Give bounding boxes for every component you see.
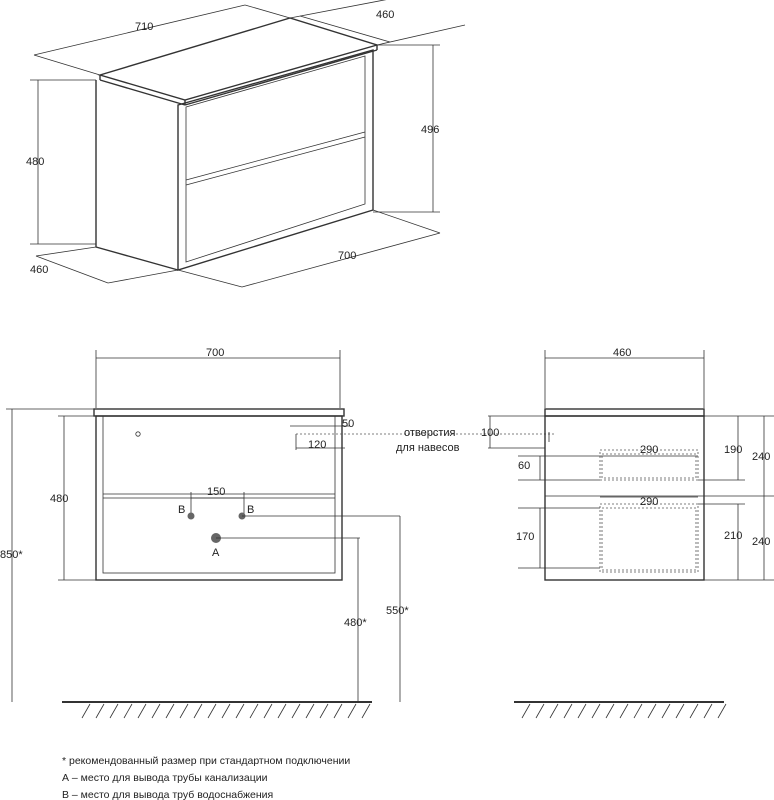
dim-mount-b: 550* [386, 605, 409, 617]
dim-line [289, 0, 387, 19]
dim-gap-60: 60 [518, 460, 530, 472]
legend-notes: * рекомендованный размер при стандартном… [62, 755, 350, 800]
dim-hole-top: 50 [342, 418, 354, 430]
hanger-hole [135, 431, 141, 437]
dim-inner-170: 170 [516, 531, 534, 543]
iso-body-side [95, 80, 179, 271]
side-drawer-top-inner [601, 453, 697, 479]
front-cabinet-inner [102, 415, 336, 574]
ext-line [107, 269, 179, 284]
side-drawer-top [599, 449, 699, 481]
ext-line [244, 4, 291, 19]
side-view: 460 290 290 100 60 170 [481, 347, 774, 719]
dim-line [299, 15, 391, 43]
marker-b-left-dot [187, 512, 195, 520]
dim-front-height: 480 [50, 493, 68, 505]
marker-b-left: B [178, 504, 185, 516]
dim-inner-190: 190 [724, 444, 742, 456]
dim-hole-side: 120 [308, 439, 326, 451]
hole-label-line1: отверстия [404, 427, 456, 439]
dim-line [33, 4, 246, 56]
marker-b-right: B [247, 504, 254, 516]
dim-top-width: 710 [135, 21, 153, 33]
dim-line [376, 24, 466, 46]
dim-outer-240-top: 240 [752, 451, 770, 463]
dim-between-b: 150 [207, 486, 225, 498]
dim-outer-240-bottom: 240 [752, 536, 770, 548]
ext-line [177, 269, 243, 288]
dim-side-width: 460 [613, 347, 631, 359]
floor-hatch [521, 703, 727, 719]
dim-total-height: 850* [0, 549, 23, 561]
floor-hatch [81, 703, 371, 719]
iso-edge [99, 79, 186, 106]
note-asterisk: * рекомендованный размер при стандартном… [62, 755, 350, 767]
dim-bottom-width: 700 [338, 250, 356, 262]
dim-top-depth: 460 [376, 9, 394, 21]
side-drawer-bottom-inner [601, 507, 697, 571]
isometric-view: 710 460 480 496 460 700 [26, 0, 466, 288]
dim-front-width: 700 [206, 347, 224, 359]
ext-line [33, 54, 101, 76]
dim-bottom-depth: 460 [30, 264, 48, 276]
dim-drawer-bottom: 290 [640, 496, 658, 508]
iso-drawer-split [185, 136, 366, 186]
dim-height-front: 496 [421, 124, 439, 136]
dim-height-back: 480 [26, 156, 44, 168]
note-a: А – место для вывода трубы канализации [62, 772, 268, 784]
side-drawer-bottom [599, 503, 699, 573]
hole-label-line2: для навесов [396, 442, 460, 454]
front-view: 700 50 120 отверстия для навесов 480 850… [0, 347, 555, 719]
marker-a: A [212, 547, 220, 559]
side-cabinet [544, 415, 705, 581]
iso-front-frame [177, 49, 374, 271]
dim-side-hole: 100 [481, 427, 499, 439]
iso-edge [184, 49, 378, 106]
dim-drawer-top: 290 [640, 444, 658, 456]
iso-drawer-split [185, 131, 366, 181]
side-countertop [544, 408, 705, 417]
iso-front-inner [185, 55, 366, 263]
ext-line [372, 209, 441, 234]
front-countertop [93, 408, 345, 417]
ext-line [35, 246, 97, 257]
dim-line [35, 255, 109, 284]
note-b: В – место для вывода труб водоснабжения [62, 789, 273, 800]
dim-line [241, 232, 441, 288]
dim-inner-210: 210 [724, 530, 742, 542]
dim-mount-a: 480* [344, 617, 367, 629]
